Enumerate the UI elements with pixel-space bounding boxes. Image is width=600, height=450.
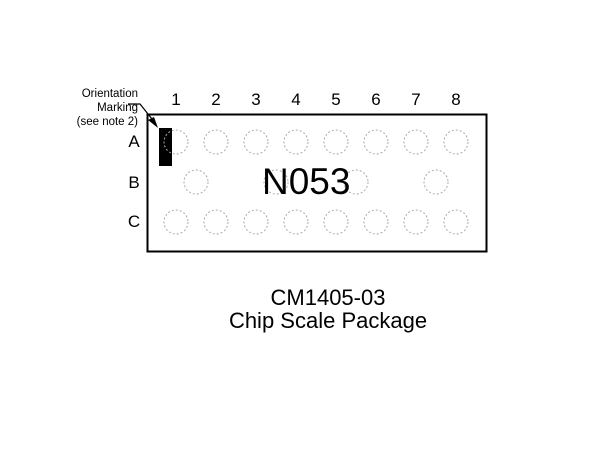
row-a-balls <box>163 129 469 155</box>
row-label-b: B <box>128 173 140 192</box>
part-number: CM1405-03 <box>270 285 386 310</box>
orientation-note-line2: Marking <box>97 102 138 114</box>
leader-line <box>128 103 157 125</box>
row-label-c: C <box>127 212 141 231</box>
column-label-1: 1 <box>171 90 181 109</box>
column-label-7: 7 <box>411 90 421 109</box>
column-label-3: 3 <box>251 90 261 109</box>
package-outline <box>146 113 488 253</box>
column-label-8: 8 <box>451 90 461 109</box>
top-marking: N053 <box>262 161 351 202</box>
orientation-note: Orientation Marking (see note 2) <box>77 87 138 129</box>
orientation-note-line1: Orientation <box>81 88 138 100</box>
row-c-balls <box>163 209 469 235</box>
orientation-note-line3: (see note 2) <box>76 116 138 128</box>
arrow-head-icon <box>148 117 158 128</box>
column-label-5: 5 <box>331 90 341 109</box>
column-label-2: 2 <box>211 90 221 109</box>
column-label-4: 4 <box>291 90 301 109</box>
column-label-6: 6 <box>371 90 381 109</box>
package-name: Chip Scale Package <box>228 308 428 333</box>
row-label-a: A <box>128 132 140 151</box>
row-b-balls <box>183 169 449 195</box>
